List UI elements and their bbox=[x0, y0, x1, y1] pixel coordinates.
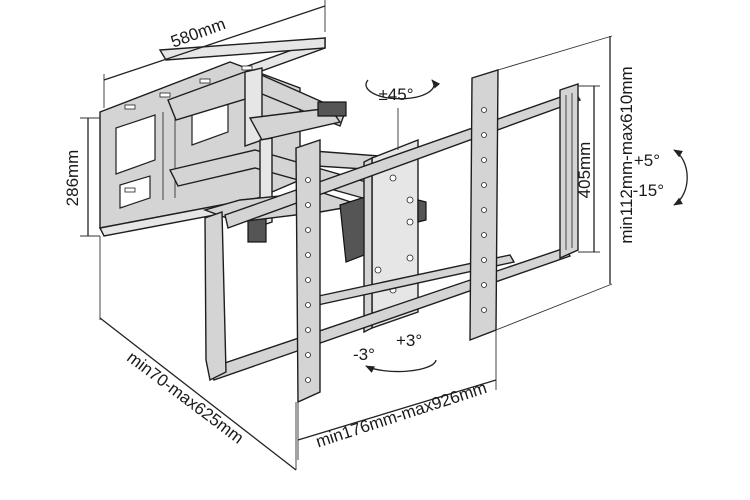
tilt-down-label: -15° bbox=[633, 181, 664, 200]
level-minus-label: -3° bbox=[353, 345, 375, 364]
swivel-label: ±45° bbox=[378, 85, 413, 104]
level-plus-label: +3° bbox=[396, 331, 422, 350]
extension-arms bbox=[167, 67, 382, 263]
vesa-vertical-range-label: min112mm-max610mm bbox=[617, 66, 636, 243]
dimension-lines bbox=[80, 0, 688, 471]
tilt-up-label: +5° bbox=[634, 151, 660, 170]
vesa-horizontal-range-label: min176mm-max926mm bbox=[313, 378, 489, 451]
wall-plate-height-label: 286mm bbox=[63, 150, 82, 207]
vertical-rails bbox=[204, 69, 579, 404]
vertical-rails-height-label: 405mm bbox=[575, 142, 594, 199]
